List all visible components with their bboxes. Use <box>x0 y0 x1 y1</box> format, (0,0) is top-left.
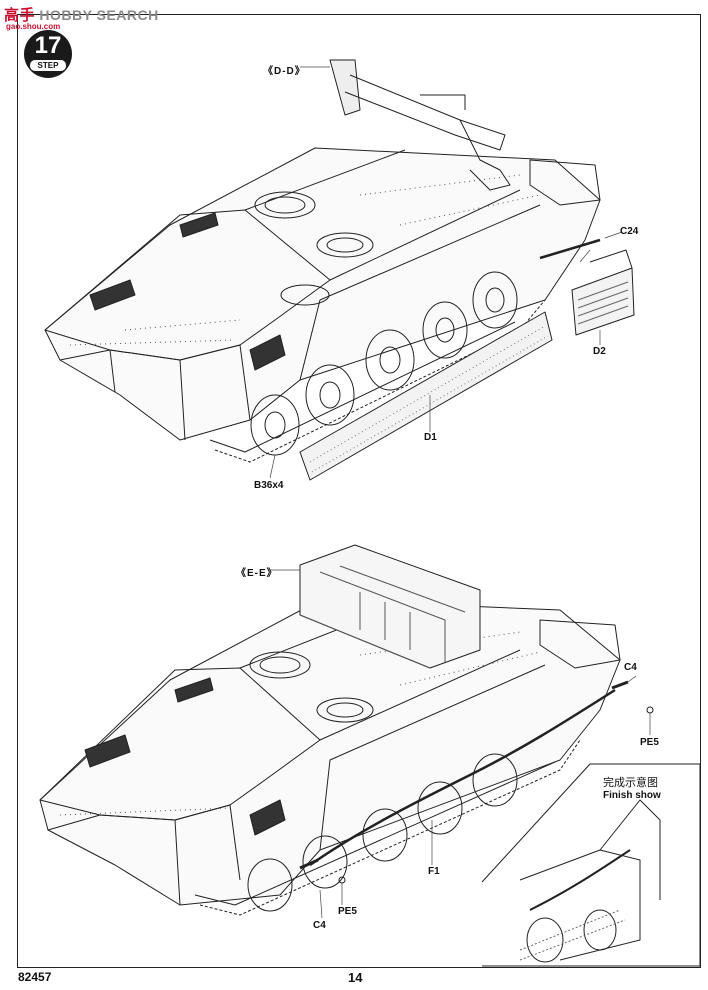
cable-f1 <box>309 688 616 867</box>
part-c4-upper <box>611 680 629 690</box>
callout-c4-upper: C4 <box>624 662 637 673</box>
view-label-d-d: 《D-D》 <box>263 66 306 77</box>
watermark-en: HOBBY SEARCH <box>39 7 159 23</box>
part-c24 <box>539 238 601 260</box>
callout-c4-lower: C4 <box>313 920 326 931</box>
finish-title-cn: 完成示意图 <box>603 777 658 789</box>
page-frame <box>17 14 701 968</box>
side-skirt-d1 <box>299 311 553 481</box>
vehicle-bottom <box>39 544 654 919</box>
watermark-logo: 高手 HOBBY SEARCH <box>4 4 159 25</box>
view-label-e-e: 《E-E》 <box>236 568 278 579</box>
callout-pe5-upper: PE5 <box>640 737 659 748</box>
product-code: 82457 <box>18 970 52 984</box>
callout-b36x4: B36x4 <box>254 480 284 491</box>
road-wheels-top <box>250 271 518 456</box>
part-c4-lower <box>299 858 319 870</box>
part-d2 <box>571 267 635 336</box>
callout-pe5-lower: PE5 <box>338 906 357 917</box>
callout-d1: D1 <box>424 432 437 443</box>
step-number: 17 <box>34 32 62 59</box>
watermark-cn: 高手 <box>4 7 36 24</box>
callout-f1: F1 <box>428 866 440 877</box>
step-label: STEP <box>30 60 66 71</box>
road-wheels-bottom <box>247 753 518 912</box>
vehicle-top <box>44 59 635 481</box>
page-number: 14 <box>348 970 363 985</box>
callout-c24: C24 <box>620 226 639 237</box>
step-badge: 17 STEP <box>24 30 72 78</box>
finish-inset <box>481 763 701 967</box>
watermark-url: gao.shou.com <box>6 22 61 31</box>
finish-title-en: Finish show <box>603 790 661 801</box>
callout-d2: D2 <box>593 346 606 357</box>
